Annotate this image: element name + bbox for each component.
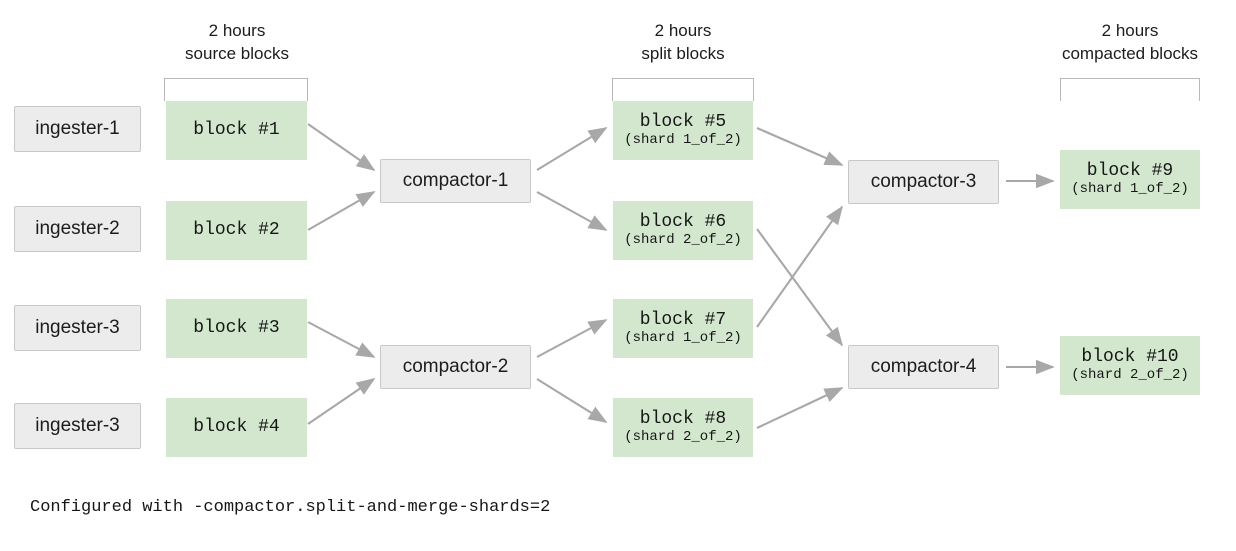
node-label: ingester-3 bbox=[35, 317, 120, 339]
node-compactor-1[interactable]: compactor-1 bbox=[380, 159, 531, 203]
block-title: block #2 bbox=[193, 220, 280, 241]
block-title: block #3 bbox=[193, 318, 280, 339]
block-title: block #1 bbox=[193, 120, 280, 141]
node-label: compactor-4 bbox=[870, 356, 977, 378]
block-title: block #8 bbox=[639, 409, 727, 430]
node-ingester-2[interactable]: ingester-2 bbox=[14, 206, 141, 252]
block-shard-label: (shard 1_of_2) bbox=[1071, 181, 1189, 198]
node-split-block-5[interactable]: block #5 (shard 1_of_2) bbox=[613, 101, 753, 160]
block-shard-label: (shard 1_of_2) bbox=[624, 132, 742, 149]
node-split-block-8[interactable]: block #8 (shard 2_of_2) bbox=[613, 398, 753, 457]
edge-block2-to-compactor1 bbox=[307, 191, 376, 231]
block-title: block #6 bbox=[639, 212, 727, 233]
node-label: ingester-1 bbox=[35, 118, 120, 140]
block-title: block #5 bbox=[639, 112, 727, 133]
bracket-split-blocks bbox=[612, 78, 754, 101]
node-label: ingester-2 bbox=[35, 218, 120, 240]
edge-block1-to-compactor1 bbox=[307, 123, 376, 171]
block-shard-label: (shard 2_of_2) bbox=[1071, 367, 1189, 384]
bracket-compacted-blocks bbox=[1060, 78, 1200, 101]
group-label-line2: split blocks bbox=[641, 43, 725, 63]
group-label-split-blocks: 2 hours split blocks bbox=[613, 20, 753, 66]
group-label-line1: 2 hours bbox=[1101, 21, 1159, 40]
node-source-block-3[interactable]: block #3 bbox=[166, 299, 307, 358]
block-title: block #10 bbox=[1081, 347, 1179, 368]
edge-block8-to-compactor4 bbox=[756, 387, 844, 429]
edge-block3-to-compactor2 bbox=[307, 321, 376, 358]
bracket-source-blocks bbox=[164, 78, 308, 101]
edge-block5-to-compactor3 bbox=[756, 127, 844, 166]
block-shard-label: (shard 2_of_2) bbox=[624, 429, 742, 446]
node-compactor-2[interactable]: compactor-2 bbox=[380, 345, 531, 389]
node-label: compactor-1 bbox=[402, 170, 509, 192]
edge-compactor2-to-block8 bbox=[536, 378, 608, 423]
block-title: block #4 bbox=[193, 417, 280, 438]
group-label-source-blocks: 2 hours source blocks bbox=[166, 20, 308, 66]
node-ingester-3[interactable]: ingester-3 bbox=[14, 305, 141, 351]
node-split-block-7[interactable]: block #7 (shard 1_of_2) bbox=[613, 299, 753, 358]
node-source-block-4[interactable]: block #4 bbox=[166, 398, 307, 457]
node-label: compactor-3 bbox=[870, 171, 977, 193]
group-label-compacted-blocks: 2 hours compacted blocks bbox=[1040, 20, 1220, 66]
edge-compactor2-to-block7 bbox=[536, 319, 608, 358]
edge-compactor1-to-block6 bbox=[536, 191, 608, 231]
group-label-line1: 2 hours bbox=[654, 21, 712, 40]
edge-compactor1-to-block5 bbox=[536, 127, 608, 171]
edge-block4-to-compactor2 bbox=[307, 378, 376, 425]
group-label-line2: source blocks bbox=[185, 43, 289, 63]
node-compacted-block-9[interactable]: block #9 (shard 1_of_2) bbox=[1060, 150, 1200, 209]
edge-block6-to-compactor4 bbox=[756, 228, 843, 347]
node-ingester-1[interactable]: ingester-1 bbox=[14, 106, 141, 152]
node-ingester-4[interactable]: ingester-3 bbox=[14, 403, 141, 449]
node-source-block-1[interactable]: block #1 bbox=[166, 101, 307, 160]
block-shard-label: (shard 1_of_2) bbox=[624, 330, 742, 347]
group-label-line2: compacted blocks bbox=[1061, 43, 1199, 63]
diagram-caption: Configured with -compactor.split-and-mer… bbox=[30, 498, 551, 517]
node-compacted-block-10[interactable]: block #10 (shard 2_of_2) bbox=[1060, 336, 1200, 395]
node-compactor-3[interactable]: compactor-3 bbox=[848, 160, 999, 204]
block-title: block #7 bbox=[639, 310, 727, 331]
node-source-block-2[interactable]: block #2 bbox=[166, 201, 307, 260]
node-label: ingester-3 bbox=[35, 415, 120, 437]
edge-block7-to-compactor3 bbox=[756, 205, 843, 328]
node-split-block-6[interactable]: block #6 (shard 2_of_2) bbox=[613, 201, 753, 260]
block-title: block #9 bbox=[1086, 161, 1174, 182]
node-label: compactor-2 bbox=[402, 356, 509, 378]
node-compactor-4[interactable]: compactor-4 bbox=[848, 345, 999, 389]
block-shard-label: (shard 2_of_2) bbox=[624, 232, 742, 249]
group-label-line1: 2 hours bbox=[208, 21, 266, 40]
